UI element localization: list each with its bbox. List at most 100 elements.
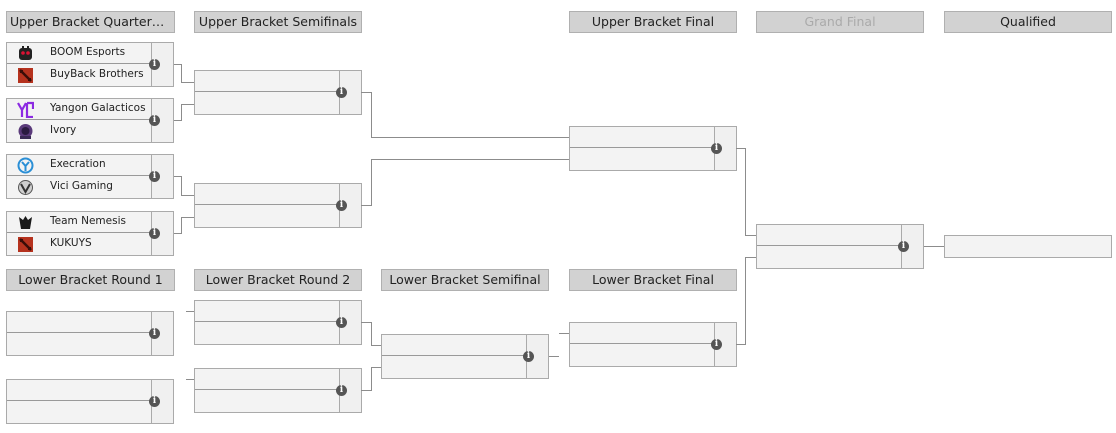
dota-logo-icon xyxy=(18,68,33,83)
match-grand-final[interactable]: i xyxy=(756,224,924,269)
boom-logo-icon xyxy=(19,46,32,60)
connector-line xyxy=(361,322,371,323)
match-info-icon[interactable]: i xyxy=(898,241,909,252)
connector-line xyxy=(361,92,371,93)
vici-logo-icon xyxy=(18,180,33,195)
slot-team2[interactable]: Ivory xyxy=(7,121,153,142)
match-info-icon[interactable]: i xyxy=(711,143,722,154)
match-info-icon[interactable]: i xyxy=(336,87,347,98)
match-ub-final[interactable]: i xyxy=(569,126,737,171)
connector-line xyxy=(745,257,746,345)
connector-line xyxy=(174,233,182,234)
connector-line xyxy=(174,176,182,177)
slot-team1[interactable]: Yangon Galacticos xyxy=(7,99,153,120)
header-ub-final: Upper Bracket Final xyxy=(569,11,737,33)
qualified-slot[interactable] xyxy=(944,235,1112,258)
slot-team1[interactable] xyxy=(570,323,716,344)
header-ub-semifinals: Upper Bracket Semifinals xyxy=(194,11,362,33)
slot-team2[interactable] xyxy=(7,334,153,355)
match-info-icon[interactable]: i xyxy=(336,200,347,211)
team-name: Execration xyxy=(50,158,106,170)
slot-team2[interactable]: KUKUYS xyxy=(7,234,153,255)
match-info-icon[interactable]: i xyxy=(149,328,160,339)
header-lb-semifinal: Lower Bracket Semifinal xyxy=(381,269,549,291)
match-info-icon[interactable]: i xyxy=(711,339,722,350)
slot-team2[interactable] xyxy=(195,323,341,344)
connector-line xyxy=(181,176,182,195)
slot-team1[interactable]: Team Nemesis xyxy=(7,212,153,233)
slot-team2[interactable] xyxy=(195,206,341,227)
team-name: BOOM Esports xyxy=(50,46,126,58)
slot-team2[interactable] xyxy=(195,93,341,114)
match-info-icon[interactable]: i xyxy=(149,228,160,239)
connector-line xyxy=(181,82,194,83)
match-lb-r2-2[interactable]: i xyxy=(194,368,362,413)
match-ub-sf1[interactable]: i xyxy=(194,70,362,115)
connector-line xyxy=(924,246,944,247)
slot-team1[interactable] xyxy=(195,369,341,390)
slot-team2[interactable] xyxy=(7,402,153,423)
match-info-icon[interactable]: i xyxy=(149,396,160,407)
match-info-icon[interactable]: i xyxy=(336,385,347,396)
slot-team2[interactable] xyxy=(570,345,716,366)
match-info-icon[interactable]: i xyxy=(149,59,160,70)
slot-team1[interactable] xyxy=(382,335,528,356)
header-lb-final: Lower Bracket Final xyxy=(569,269,737,291)
match-info-icon[interactable]: i xyxy=(523,351,534,362)
connector-line xyxy=(371,137,569,138)
connector-line xyxy=(361,205,371,206)
slot-team2[interactable] xyxy=(757,247,903,268)
team-name: Ivory xyxy=(50,124,77,136)
match-info-icon[interactable]: i xyxy=(149,171,160,182)
match-ub-sf2[interactable]: i xyxy=(194,183,362,228)
slot-team2[interactable]: Vici Gaming xyxy=(7,177,153,198)
team-name: KUKUYS xyxy=(50,237,92,249)
header-lb-round1: Lower Bracket Round 1 xyxy=(6,269,175,291)
match-ub-qf1[interactable]: BOOM Esports BuyBack Brothers i xyxy=(6,42,174,87)
connector-line xyxy=(371,345,381,346)
slot-team2[interactable]: BuyBack Brothers xyxy=(7,65,153,86)
connector-line xyxy=(371,322,372,345)
match-info-icon[interactable]: i xyxy=(336,317,347,328)
connector-line xyxy=(371,367,381,368)
connector-line xyxy=(736,344,745,345)
team-name: Vici Gaming xyxy=(50,180,113,192)
connector-line xyxy=(181,104,182,121)
connector-line xyxy=(186,311,194,312)
connector-line xyxy=(181,195,194,196)
connector-line xyxy=(181,64,182,83)
match-lb-r2-1[interactable]: i xyxy=(194,300,362,345)
ivory-logo-icon xyxy=(18,124,33,139)
match-ub-qf4[interactable]: Team Nemesis KUKUYS i xyxy=(6,211,174,256)
slot-team1[interactable] xyxy=(195,301,341,322)
header-grand-final: Grand Final xyxy=(756,11,924,33)
connector-line xyxy=(371,92,372,137)
connector-line xyxy=(371,367,372,391)
slot-team1[interactable]: BOOM Esports xyxy=(7,43,153,64)
slot-team1[interactable] xyxy=(570,127,716,148)
match-ub-qf3[interactable]: Execration Vici Gaming i xyxy=(6,154,174,199)
slot-team2[interactable] xyxy=(382,357,528,378)
slot-team1[interactable]: Execration xyxy=(7,155,153,176)
nemesis-logo-icon xyxy=(19,216,32,229)
connector-line xyxy=(181,217,182,234)
match-lb-r1-2[interactable]: i xyxy=(6,379,174,424)
slot-team1[interactable] xyxy=(7,380,153,401)
header-ub-quarterfinals: Upper Bracket Quarterfin... xyxy=(6,11,175,33)
slot-team1[interactable] xyxy=(757,225,903,246)
slot-team1[interactable] xyxy=(7,312,153,333)
connector-line xyxy=(181,217,194,218)
yg-logo-icon xyxy=(17,101,34,118)
slot-team2[interactable] xyxy=(195,391,341,412)
match-info-icon[interactable]: i xyxy=(149,115,160,126)
slot-team2[interactable] xyxy=(570,149,716,170)
match-lb-semifinal[interactable]: i xyxy=(381,334,549,379)
execration-logo-icon xyxy=(17,157,34,174)
dota-logo-icon xyxy=(18,237,33,252)
slot-team1[interactable] xyxy=(195,184,341,205)
match-lb-r1-1[interactable]: i xyxy=(6,311,174,356)
match-lb-final[interactable]: i xyxy=(569,322,737,367)
match-ub-qf2[interactable]: Yangon Galacticos Ivory i xyxy=(6,98,174,143)
connector-line xyxy=(745,257,756,258)
slot-team1[interactable] xyxy=(195,71,341,92)
